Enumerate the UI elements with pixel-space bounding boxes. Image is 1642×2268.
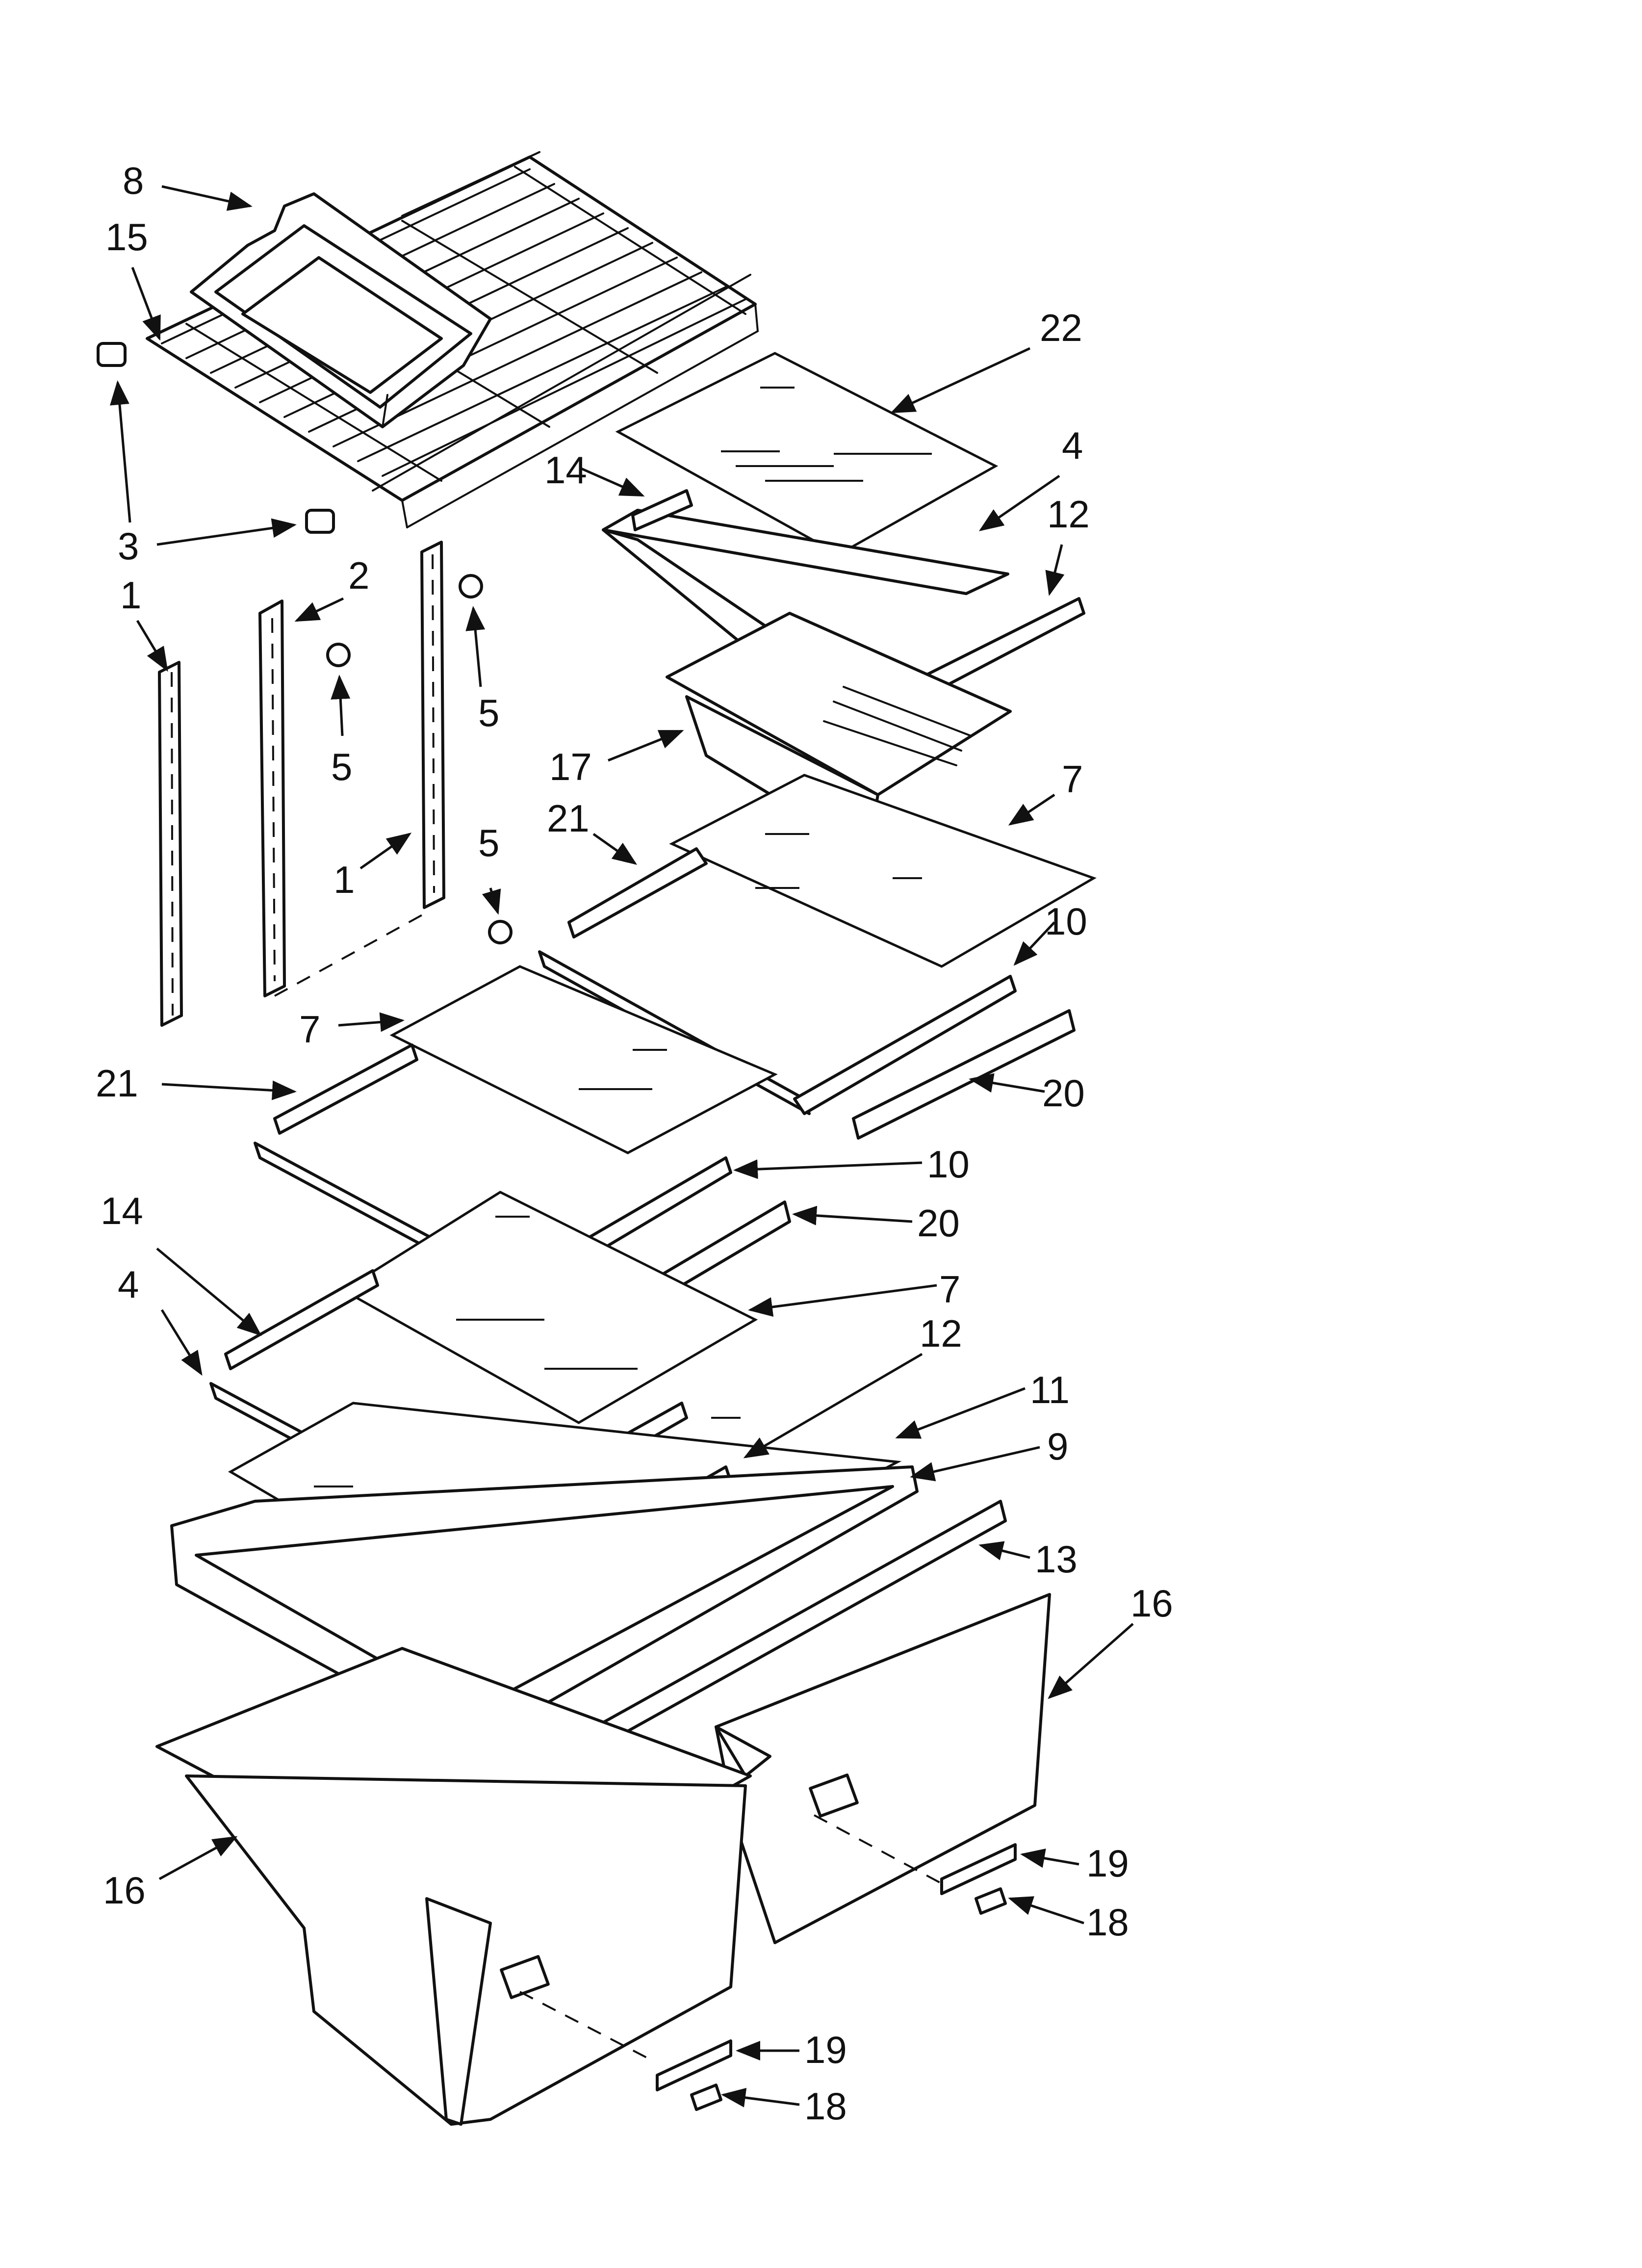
rail: [852, 1009, 1076, 1140]
shelf-ladder-left: [158, 661, 183, 1027]
drawer-label: [656, 1843, 1017, 2111]
callout-18: 18: [1086, 1901, 1129, 1944]
callout-20: 20: [917, 1201, 960, 1245]
callout-21: 21: [547, 797, 590, 840]
leader-lines: [110, 185, 1134, 2108]
callout-15: 15: [105, 215, 148, 259]
callout-labels: 8 15 3 1 2 5 5 1 5 22 14 4 12 17 21 7 10…: [96, 159, 1173, 2128]
callout-20: 20: [1042, 1071, 1085, 1115]
callout-4: 4: [1062, 424, 1083, 467]
callout-7: 7: [1062, 757, 1083, 801]
shelf-stud: [97, 342, 335, 534]
callout-7: 7: [299, 1008, 320, 1051]
callout-9: 9: [1047, 1425, 1068, 1468]
callout-22: 22: [1040, 306, 1082, 349]
glass-shelf-lower: [341, 1191, 758, 1424]
screw: [326, 574, 513, 944]
callout-2: 2: [348, 554, 369, 597]
callout-11: 11: [1030, 1368, 1070, 1411]
callout-19: 19: [1086, 1842, 1129, 1885]
glass-shelf-right: [669, 774, 1097, 968]
callout-12: 12: [1047, 493, 1090, 536]
glass-shelf-top: [615, 352, 999, 556]
callout-5: 5: [478, 691, 499, 734]
callout-14: 14: [101, 1189, 143, 1232]
callout-16: 16: [1130, 1582, 1173, 1625]
callout-7: 7: [939, 1268, 960, 1311]
callout-21: 21: [96, 1062, 138, 1105]
callout-1: 1: [334, 858, 355, 901]
door-bin: [190, 192, 492, 428]
callout-8: 8: [123, 159, 144, 202]
callout-17: 17: [549, 745, 592, 788]
callout-18: 18: [804, 2085, 847, 2128]
callout-3: 3: [118, 524, 139, 568]
glass-shelf-left: [389, 965, 778, 1154]
callout-19: 19: [804, 2028, 847, 2071]
crisper-drawer-left: [155, 1647, 752, 2126]
shelf-ladder-center: [258, 541, 445, 997]
callout-12: 12: [920, 1312, 962, 1355]
callout-10: 10: [1045, 900, 1087, 943]
crisper-drawer-right: [715, 1593, 1051, 1944]
callout-4: 4: [118, 1263, 139, 1306]
callout-13: 13: [1035, 1538, 1078, 1581]
callout-16: 16: [103, 1869, 146, 1912]
callout-5: 5: [478, 821, 499, 864]
callout-14: 14: [544, 448, 587, 492]
callout-10: 10: [927, 1143, 970, 1186]
callout-5: 5: [331, 745, 352, 788]
callout-1: 1: [120, 574, 141, 617]
